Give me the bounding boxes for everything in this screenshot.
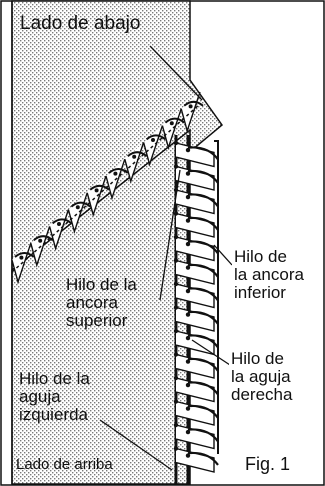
stitch-knot bbox=[185, 429, 191, 435]
stitch-knot bbox=[75, 205, 80, 210]
stitch-knot bbox=[185, 171, 191, 176]
edge-wrap bbox=[33, 235, 54, 241]
needle-line-diagonal bbox=[11, 103, 201, 273]
edge-wrap bbox=[70, 201, 91, 208]
label-right-needle-thread: Hilo de la aguja derecha bbox=[229, 349, 295, 404]
stitch-knot bbox=[57, 222, 61, 226]
edge-wrap bbox=[187, 404, 219, 419]
stitch-knot bbox=[173, 211, 179, 216]
stitch-knot bbox=[173, 446, 179, 451]
edge-wrap bbox=[183, 100, 204, 107]
stitch-knot bbox=[185, 218, 191, 223]
edge-wrap bbox=[145, 134, 167, 141]
stitch-knot bbox=[185, 265, 191, 270]
stitch-knot bbox=[94, 188, 99, 193]
stitch-knot bbox=[173, 281, 179, 287]
edge-wrap bbox=[187, 451, 219, 466]
stitch-knot bbox=[185, 147, 191, 153]
edge-wrap bbox=[187, 381, 219, 396]
stitch-knot bbox=[173, 328, 179, 334]
edge-wrap bbox=[89, 184, 110, 191]
stitch-knot bbox=[185, 194, 191, 200]
edge-wrap bbox=[187, 146, 219, 161]
stitch-knot bbox=[173, 234, 179, 240]
edge-wrap bbox=[187, 310, 219, 325]
edge-wrap bbox=[14, 252, 35, 258]
edge-wrap bbox=[187, 428, 219, 443]
stitch-knot bbox=[185, 335, 191, 341]
stitch-knot bbox=[113, 171, 118, 176]
stitch-knot bbox=[185, 359, 191, 364]
label-figure: Fig. 1 bbox=[245, 454, 291, 474]
stitch-knot bbox=[173, 352, 179, 357]
stitch-knot bbox=[132, 154, 137, 159]
edge-wrap bbox=[187, 169, 219, 184]
stitch-knot bbox=[185, 382, 191, 388]
label-upper-looper-thread: Hilo de la ancora superior bbox=[66, 275, 137, 330]
edge-wrap bbox=[187, 216, 219, 231]
stitch-knot bbox=[185, 453, 191, 458]
leader-line bbox=[191, 339, 231, 366]
stitch-knot bbox=[38, 238, 43, 243]
edge-wrap bbox=[127, 151, 148, 157]
stitch-knot bbox=[173, 399, 179, 404]
edge-wrap bbox=[187, 287, 219, 302]
stitch-knot bbox=[19, 255, 24, 260]
stitch-knot bbox=[185, 406, 191, 411]
label-lower-looper-thread: Hilo de la ancora inferior bbox=[232, 247, 306, 302]
stitch-knot bbox=[173, 258, 179, 263]
stitch-knot bbox=[169, 121, 174, 126]
stitch-knot bbox=[173, 305, 179, 310]
label-top-side: Lado de arriba bbox=[16, 456, 113, 473]
edge-wrap bbox=[187, 334, 219, 349]
stitch-knot bbox=[151, 138, 155, 142]
fabric-edge bbox=[214, 140, 219, 454]
stitch-knot bbox=[173, 422, 179, 428]
stitch-knot bbox=[173, 140, 179, 146]
label-bottom-side: Lado de abajo bbox=[20, 13, 141, 34]
edge-wrap bbox=[187, 240, 219, 255]
edge-wrap bbox=[164, 117, 185, 124]
edge-wrap bbox=[187, 263, 219, 278]
edge-wrap bbox=[108, 168, 129, 174]
label-left-needle-thread: Hilo de la aguja izquierda bbox=[19, 369, 90, 424]
leader-line bbox=[213, 244, 233, 266]
stitch-knot bbox=[173, 375, 179, 381]
stitch-knot bbox=[188, 104, 193, 109]
leader-line bbox=[149, 45, 203, 101]
edge-wrap bbox=[187, 357, 219, 372]
stitch-knot bbox=[173, 164, 179, 169]
overlock-stitches bbox=[11, 45, 233, 484]
stitch-knot bbox=[185, 312, 191, 317]
leader-line bbox=[99, 419, 173, 471]
edge-wrap bbox=[187, 193, 219, 208]
stitch-knot bbox=[185, 288, 191, 294]
stitch-knot bbox=[185, 241, 191, 247]
edge-wrap bbox=[51, 218, 73, 225]
leader-line bbox=[159, 169, 181, 301]
